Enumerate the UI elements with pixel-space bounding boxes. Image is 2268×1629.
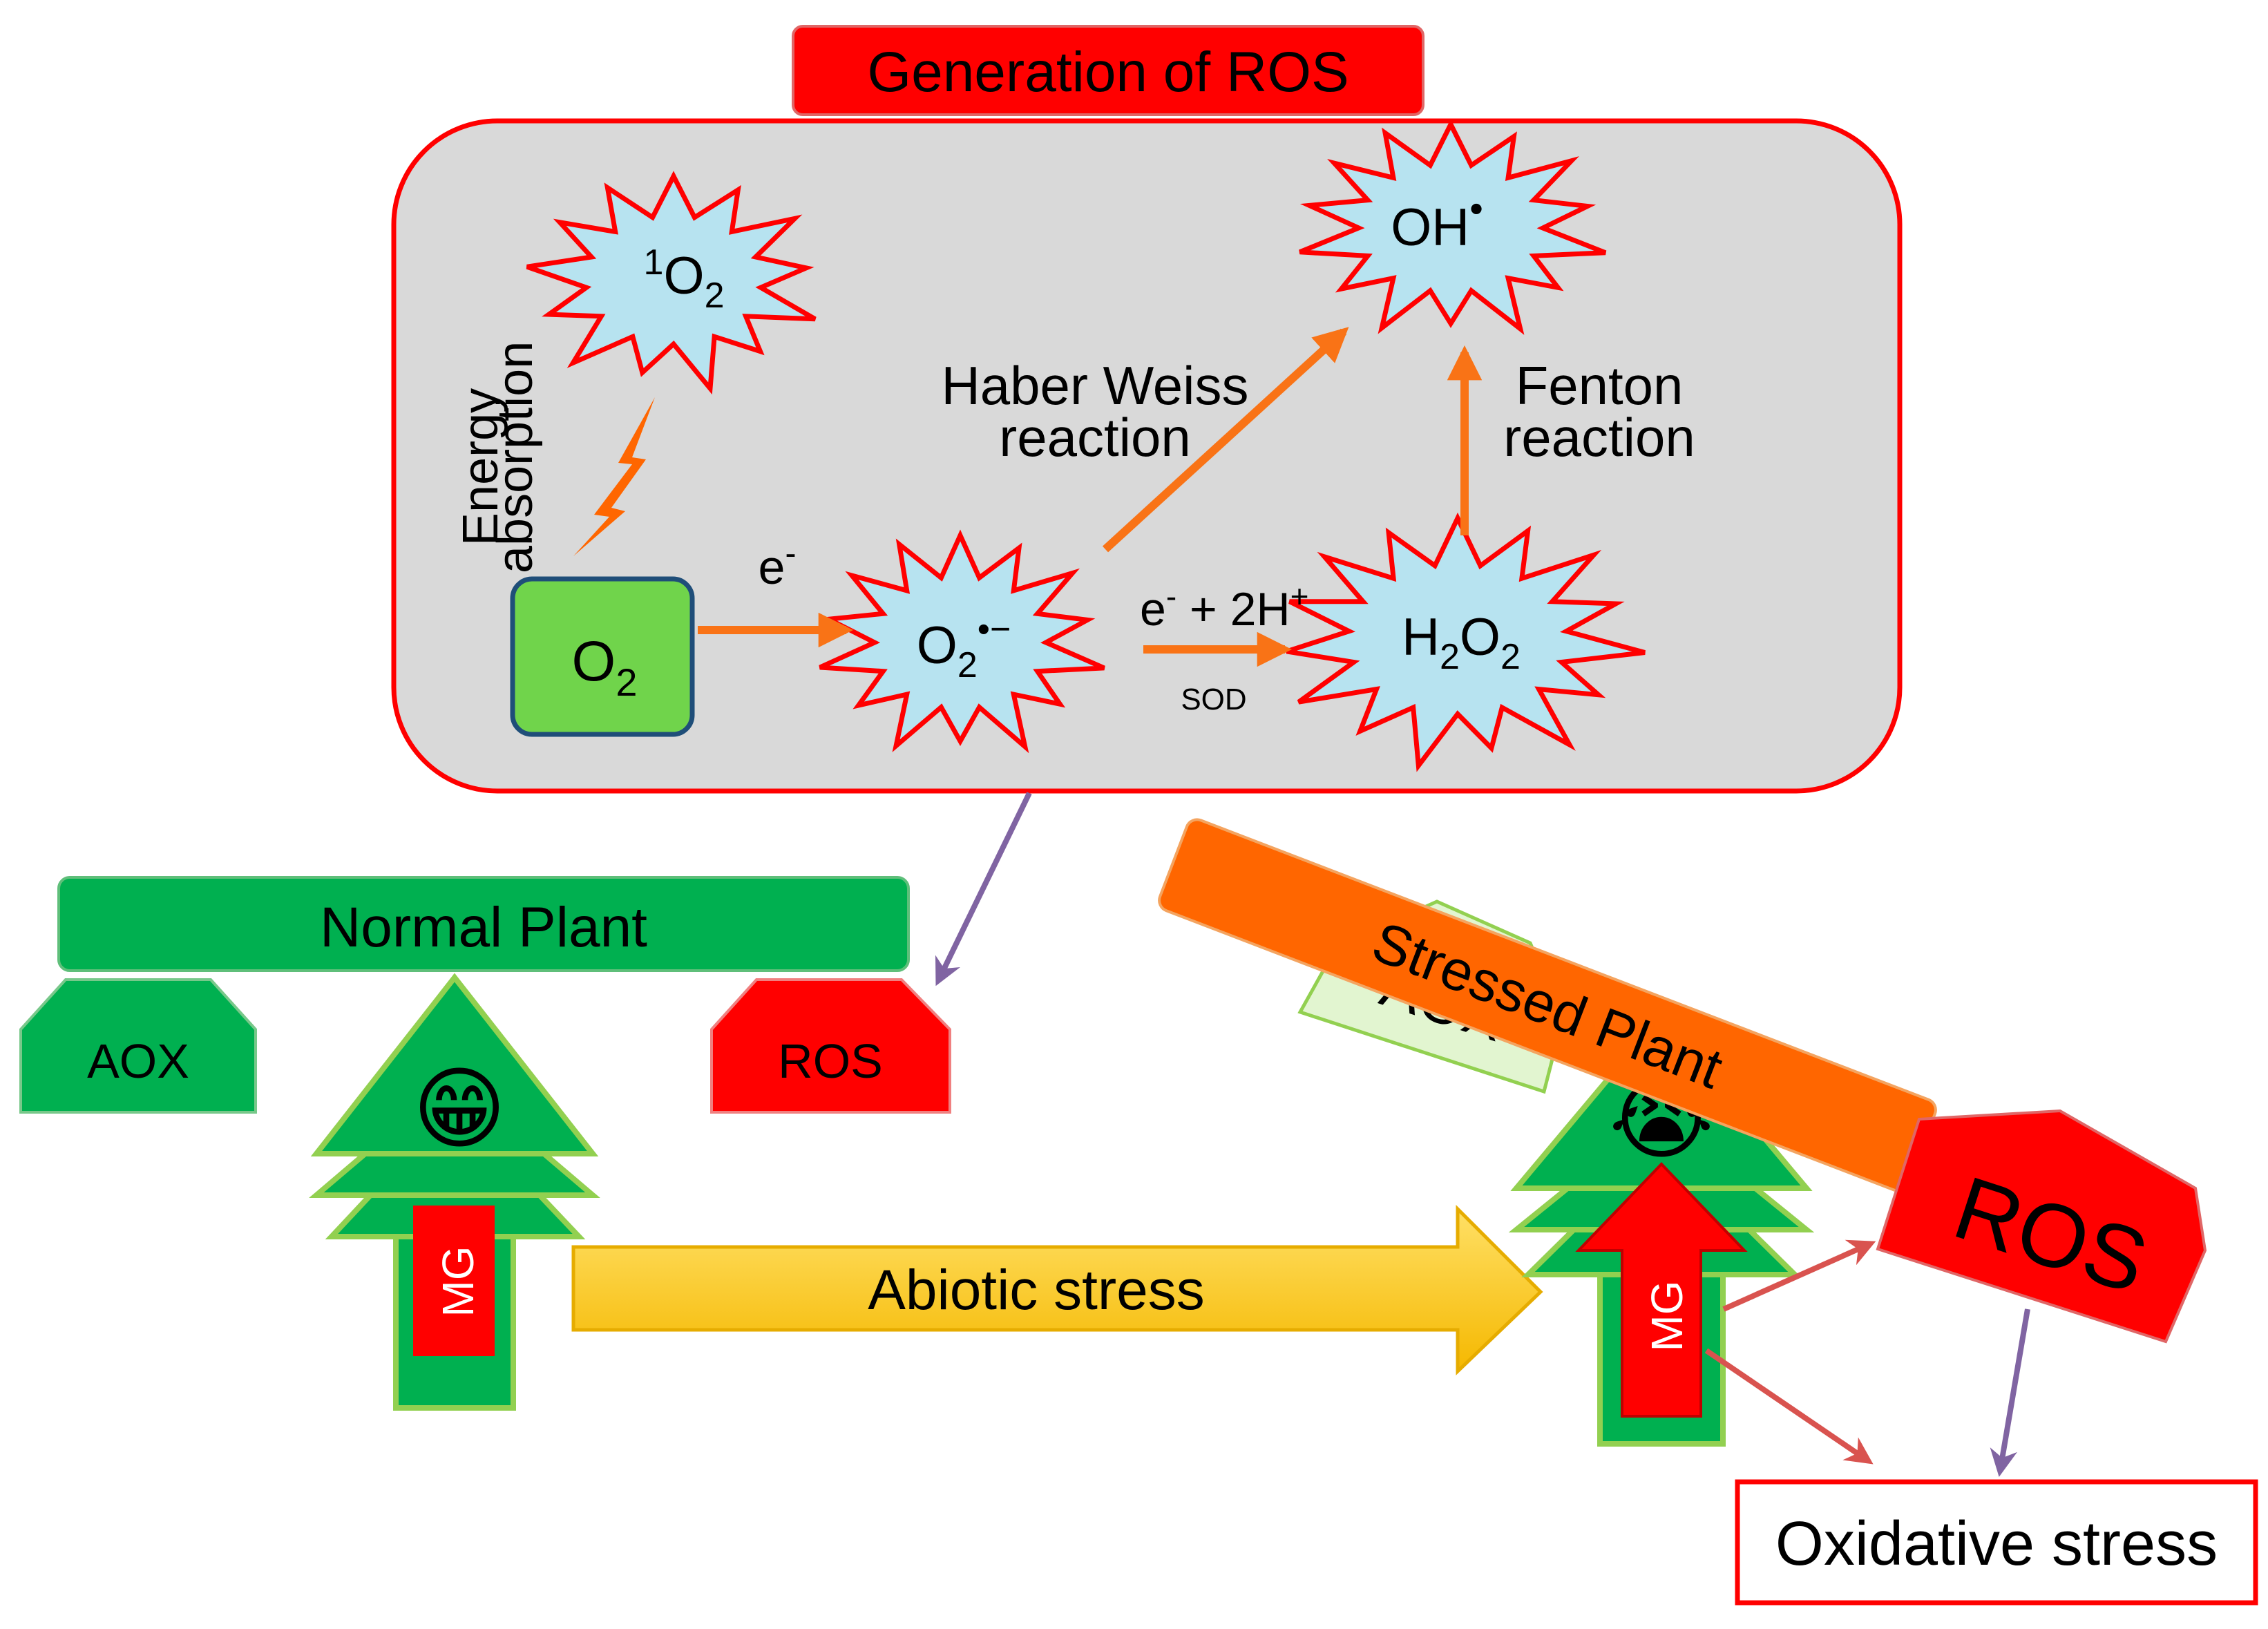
oxidative-stress-label: Oxidative stress (1775, 1509, 2218, 1579)
ros-generation-title: Generation of ROS (867, 41, 1349, 104)
electron-label: e- (759, 535, 797, 594)
singlet-oxygen-label: 1O2 (644, 242, 725, 316)
normal-ros-block (710, 978, 951, 1114)
oxidative-stress-box (1735, 1479, 2258, 1606)
superoxide-label: O2•− (917, 609, 1011, 685)
stressed-plant-bar-group: Stressed Plant (1158, 818, 1937, 1192)
sod-label: SOD (1181, 683, 1246, 716)
hydroxyl-label: OH• (1391, 187, 1483, 257)
arrow-ros-to-oxidative (1990, 1308, 2030, 1477)
normal-ros-label: ROS (778, 1034, 883, 1088)
sod-reaction-label: e- + 2H+ (1140, 578, 1308, 636)
arrow-mg-to-oxidative (1704, 1348, 1874, 1465)
haber-label-line1: Haber Weiss (941, 355, 1248, 416)
energy-label-line1: Energy (453, 388, 508, 546)
oxygen-box (510, 576, 695, 737)
abiotic-stress-label: Abiotic stress (868, 1259, 1205, 1322)
arrow-ros-to-normal-plant (935, 792, 1032, 987)
energy-label-line2: absorption (488, 341, 543, 573)
happy-face-icon: 😁 (412, 1058, 506, 1159)
stressed-ros-block (1876, 1109, 2207, 1344)
lightning-icon (573, 397, 655, 556)
arrow-haber-weiss (1102, 327, 1349, 553)
arrow-mg-to-ros (1722, 1239, 1876, 1312)
normal-aox-block (19, 978, 257, 1114)
stressed-mg-label: MG (1642, 1280, 1692, 1351)
abiotic-stress-arrow (571, 1204, 1543, 1375)
hydrogen-peroxide-star (1286, 512, 1646, 772)
hydroxyl-radical-star (1299, 119, 1607, 335)
normal-mg-bar (413, 1206, 495, 1356)
stressed-mg-arrow (1575, 1162, 1748, 1418)
fenton-label-line1: Fenton (1516, 355, 1684, 416)
oxygen-label: O2 (572, 630, 638, 704)
superoxide-star (819, 529, 1105, 754)
normal-mg-label: MG (433, 1246, 483, 1317)
singlet-oxygen-star (526, 171, 817, 395)
normal-aox-label: AOX (87, 1034, 189, 1088)
normal-plant-bar (57, 876, 910, 972)
fenton-label-line2: reaction (1503, 407, 1695, 468)
h2o2-label: H2O2 (1402, 608, 1521, 677)
haber-label-line2: reaction (999, 407, 1191, 468)
normal-plant-title: Normal Plant (320, 896, 647, 959)
ros-generation-title-box (792, 25, 1424, 116)
